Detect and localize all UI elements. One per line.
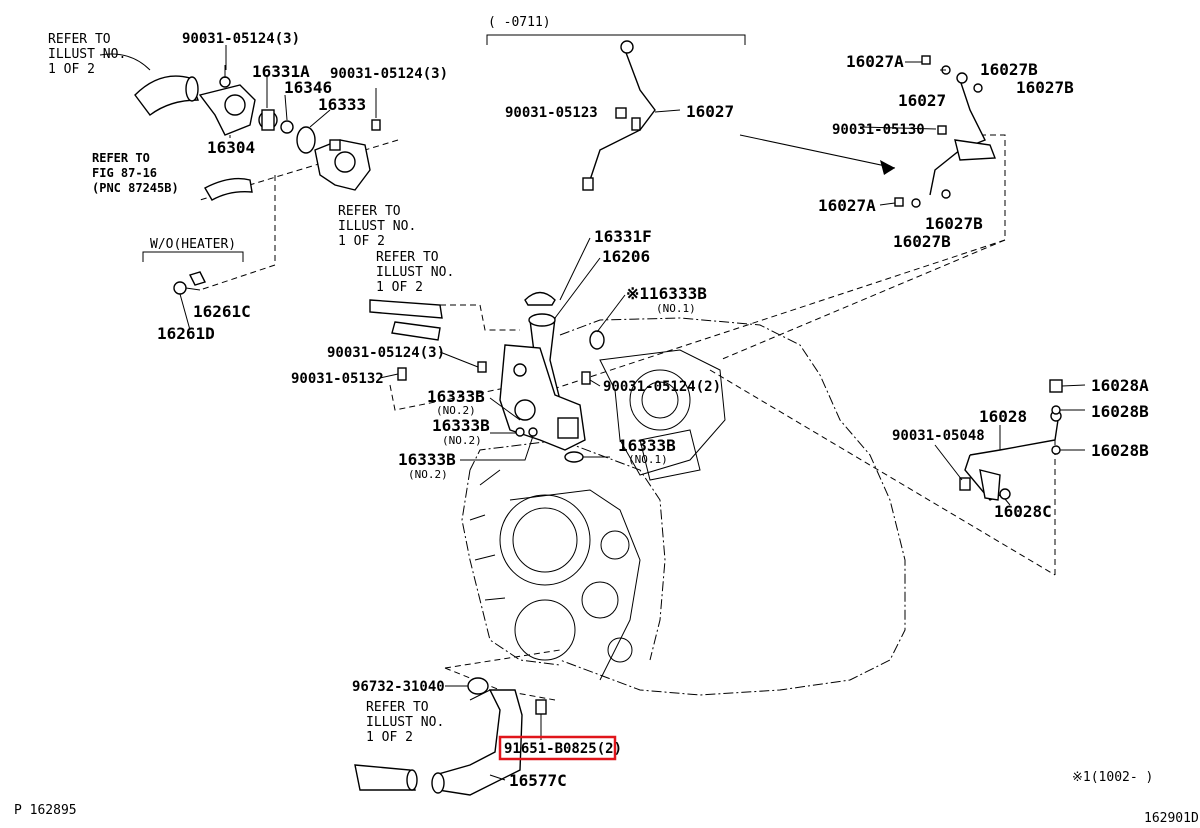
water-inlet-16304 (198, 65, 256, 136)
o-ring-no2-a (515, 427, 525, 437)
highlight-box (498, 735, 617, 761)
ref-mid1-1: REFER TO (338, 204, 401, 219)
bolt-icon-highlighted (535, 699, 547, 740)
label-bolt-g: 90031-05124(2) (603, 379, 721, 395)
label-16028: 16028 (979, 407, 1027, 426)
label-16206: 16206 (602, 247, 650, 266)
label-16028a: 16028A (1091, 376, 1149, 395)
ref-mid1-2: ILLUST NO. (338, 219, 416, 234)
ref-fig-3: (PNC 87245B) (92, 181, 179, 195)
label-no2-a: (NO.2) (436, 404, 476, 417)
gasket-96732-31040 (467, 677, 489, 695)
label-16027b-1: 16027B (980, 60, 1038, 79)
label-16027b-4: 16027B (893, 232, 951, 251)
hose-top-left (99, 53, 199, 116)
ref-mid2-1: REFER TO (376, 250, 439, 265)
ref-mid2-2: ILLUST NO. (376, 265, 454, 280)
label-bracket-top: ( -0711) (488, 15, 551, 30)
label-16028b-1: 16028B (1091, 402, 1149, 421)
pipe-16028 (959, 379, 1063, 501)
leaders (179, 45, 1086, 781)
label-16331a: 16331A (252, 62, 310, 81)
page-left: P 162895 (14, 803, 77, 818)
label-16577c: 16577C (509, 771, 567, 790)
label-16027: 16027 (686, 102, 734, 121)
bracket-top-center (486, 34, 746, 45)
hoses-center (369, 299, 443, 341)
star-note: ※1(1002- ) (1072, 770, 1153, 785)
label-16027a-1: 16027A (846, 52, 904, 71)
arrow-head (880, 160, 895, 175)
label-16261c: 16261C (193, 302, 251, 321)
label-bolt-highlighted[interactable]: 91651-B0825(2) (504, 741, 622, 757)
label-wo-heater: W/O(HEATER) (150, 237, 236, 252)
pipe-16027-b (894, 55, 996, 208)
label-bolt-c: 90031-05123 (505, 105, 598, 121)
hose-ref-fig (204, 177, 253, 201)
label-16027b-3: 16027B (925, 214, 983, 233)
label-bolt-d: 90031-05130 (832, 122, 925, 138)
label-16304: 16304 (207, 138, 255, 157)
label-16028c: 16028C (994, 502, 1052, 521)
bolt-icon-a (371, 88, 381, 131)
label-16027a-2: 16027A (818, 196, 876, 215)
label-no1-a: (NO.1) (656, 302, 696, 315)
bolt-icon-e (477, 361, 487, 373)
bracket-wo-heater (142, 251, 244, 262)
label-bolt-f: 90031-05132 (291, 371, 384, 387)
pipe-16027-a (582, 40, 656, 191)
o-ring-16333b-no1-right (564, 451, 584, 463)
label-16346: 16346 (284, 78, 332, 97)
page-right: 162901D (1144, 811, 1199, 826)
label-16333b-3: 16333B (618, 436, 676, 455)
label-bolt-b: 90031-05124(3) (330, 66, 448, 82)
ref-top-left-3: 1 OF 2 (48, 62, 95, 77)
thermostat-housing (314, 139, 371, 191)
label-16333b-star: ※116333B (626, 284, 707, 303)
label-16333b-4: 16333B (398, 450, 456, 469)
ref-bottom-3: 1 OF 2 (366, 730, 413, 745)
o-ring-no2-b (528, 427, 538, 437)
o-ring-16333b-no1-top (589, 330, 605, 350)
label-16333b-2: 16333B (432, 416, 490, 435)
water-outlet-housing (499, 344, 586, 451)
label-16333: 16333 (318, 95, 366, 114)
bolt-icon-f (397, 367, 407, 381)
bolt-icon-g (581, 371, 591, 385)
label-16028b-2: 16028B (1091, 441, 1149, 460)
label-16027-2: 16027 (898, 91, 946, 110)
ref-top-left-2: ILLUST NO. (48, 47, 126, 62)
label-16027b-2: 16027B (1016, 78, 1074, 97)
ref-mid2-3: 1 OF 2 (376, 280, 423, 295)
label-16331f: 16331F (594, 227, 652, 246)
label-bolt-e: 90031-05124(3) (327, 345, 445, 361)
engine-block (461, 317, 906, 696)
ref-mid1-3: 1 OF 2 (338, 234, 385, 249)
ref-fig-2: FIG 87-16 (92, 166, 157, 180)
gasket-16333 (296, 126, 316, 154)
ref-top-left-1: REFER TO (48, 32, 111, 47)
ref-fig-1: REFER TO (92, 151, 150, 165)
label-16333b-1: 16333B (427, 387, 485, 406)
label-gasket: 96732-31040 (352, 679, 445, 695)
label-no2-c: (NO.2) (408, 468, 448, 481)
label-no1-b: (NO.1) (628, 453, 668, 466)
hose-16577c (354, 689, 523, 796)
ref-bottom-2: ILLUST NO. (366, 715, 444, 730)
plug-16261 (173, 271, 206, 295)
ref-bottom-1: REFER TO (366, 700, 429, 715)
label-16261d: 16261D (157, 324, 215, 343)
thermostat-16346 (258, 109, 294, 134)
dashed-leaders (199, 134, 1056, 701)
label-bolt-h: 90031-05048 (892, 428, 985, 444)
label-no2-b: (NO.2) (442, 434, 482, 447)
label-bolt-a: 90031-05124(3) (182, 31, 300, 47)
arrow-shaft (739, 134, 896, 169)
